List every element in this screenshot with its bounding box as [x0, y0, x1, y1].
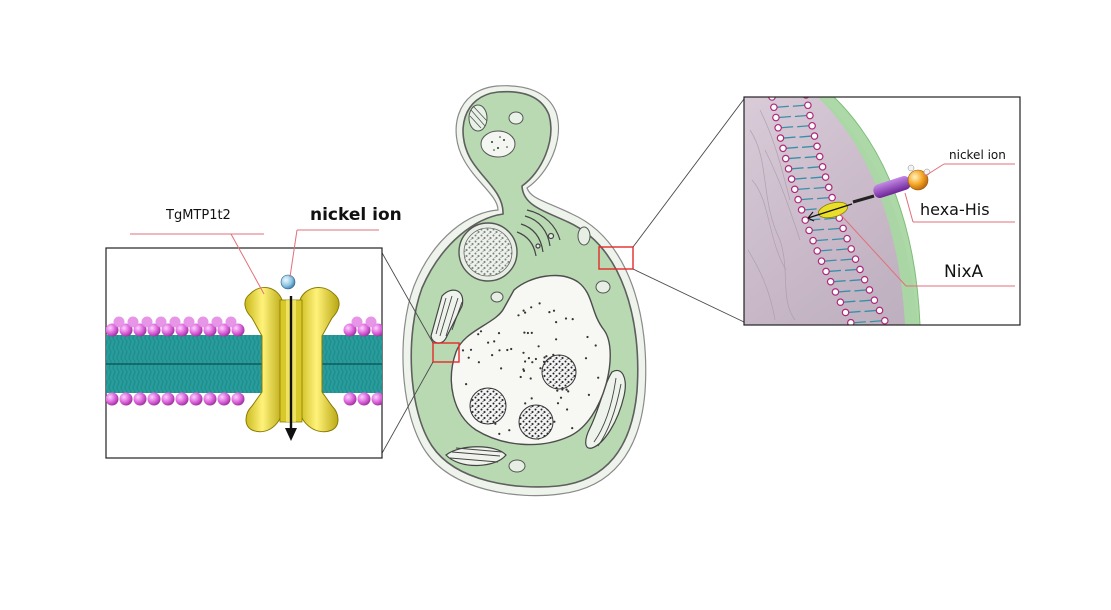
nickel-ion-right-sphere [907, 169, 929, 191]
bud-organelles [468, 104, 524, 158]
organelle-mitochondrion-left [430, 289, 464, 344]
highlight-box-right [598, 246, 634, 270]
hexa-his-tag [852, 176, 911, 204]
right-callout-lines [839, 163, 1015, 287]
lipid-bilayer-curved [768, 97, 889, 325]
inset-membrane-nixa [743, 96, 1021, 326]
yeast-cell [402, 85, 647, 497]
organelle-small-vesicles [490, 226, 611, 473]
highlight-box-left [432, 342, 460, 363]
zoom-connectors [380, 98, 745, 456]
inset-membrane-transporter [105, 247, 383, 459]
left-callout-lines [130, 229, 379, 295]
organelle-vacuole-small [458, 222, 518, 282]
label-nickel-ion-left: nickel ion [310, 205, 402, 225]
label-nixa: NixA [944, 262, 984, 282]
organelle-mitochondrion-right [585, 369, 626, 449]
nucleolus-group [469, 354, 577, 440]
nickel-ion-left-sphere [280, 274, 296, 290]
microscopy-texture [747, 109, 801, 321]
label-nickel-ion-right: nickel ion [949, 148, 1006, 162]
organelle-golgi [516, 209, 561, 257]
lipid-heads-bottom [106, 392, 382, 406]
lipid-heads-top [106, 316, 382, 337]
organelle-mitochondrion-bottom [445, 446, 507, 467]
label-tgmtp1t2: TgMTP1t2 [166, 208, 231, 223]
label-hexa-his: hexa-His [920, 200, 990, 219]
